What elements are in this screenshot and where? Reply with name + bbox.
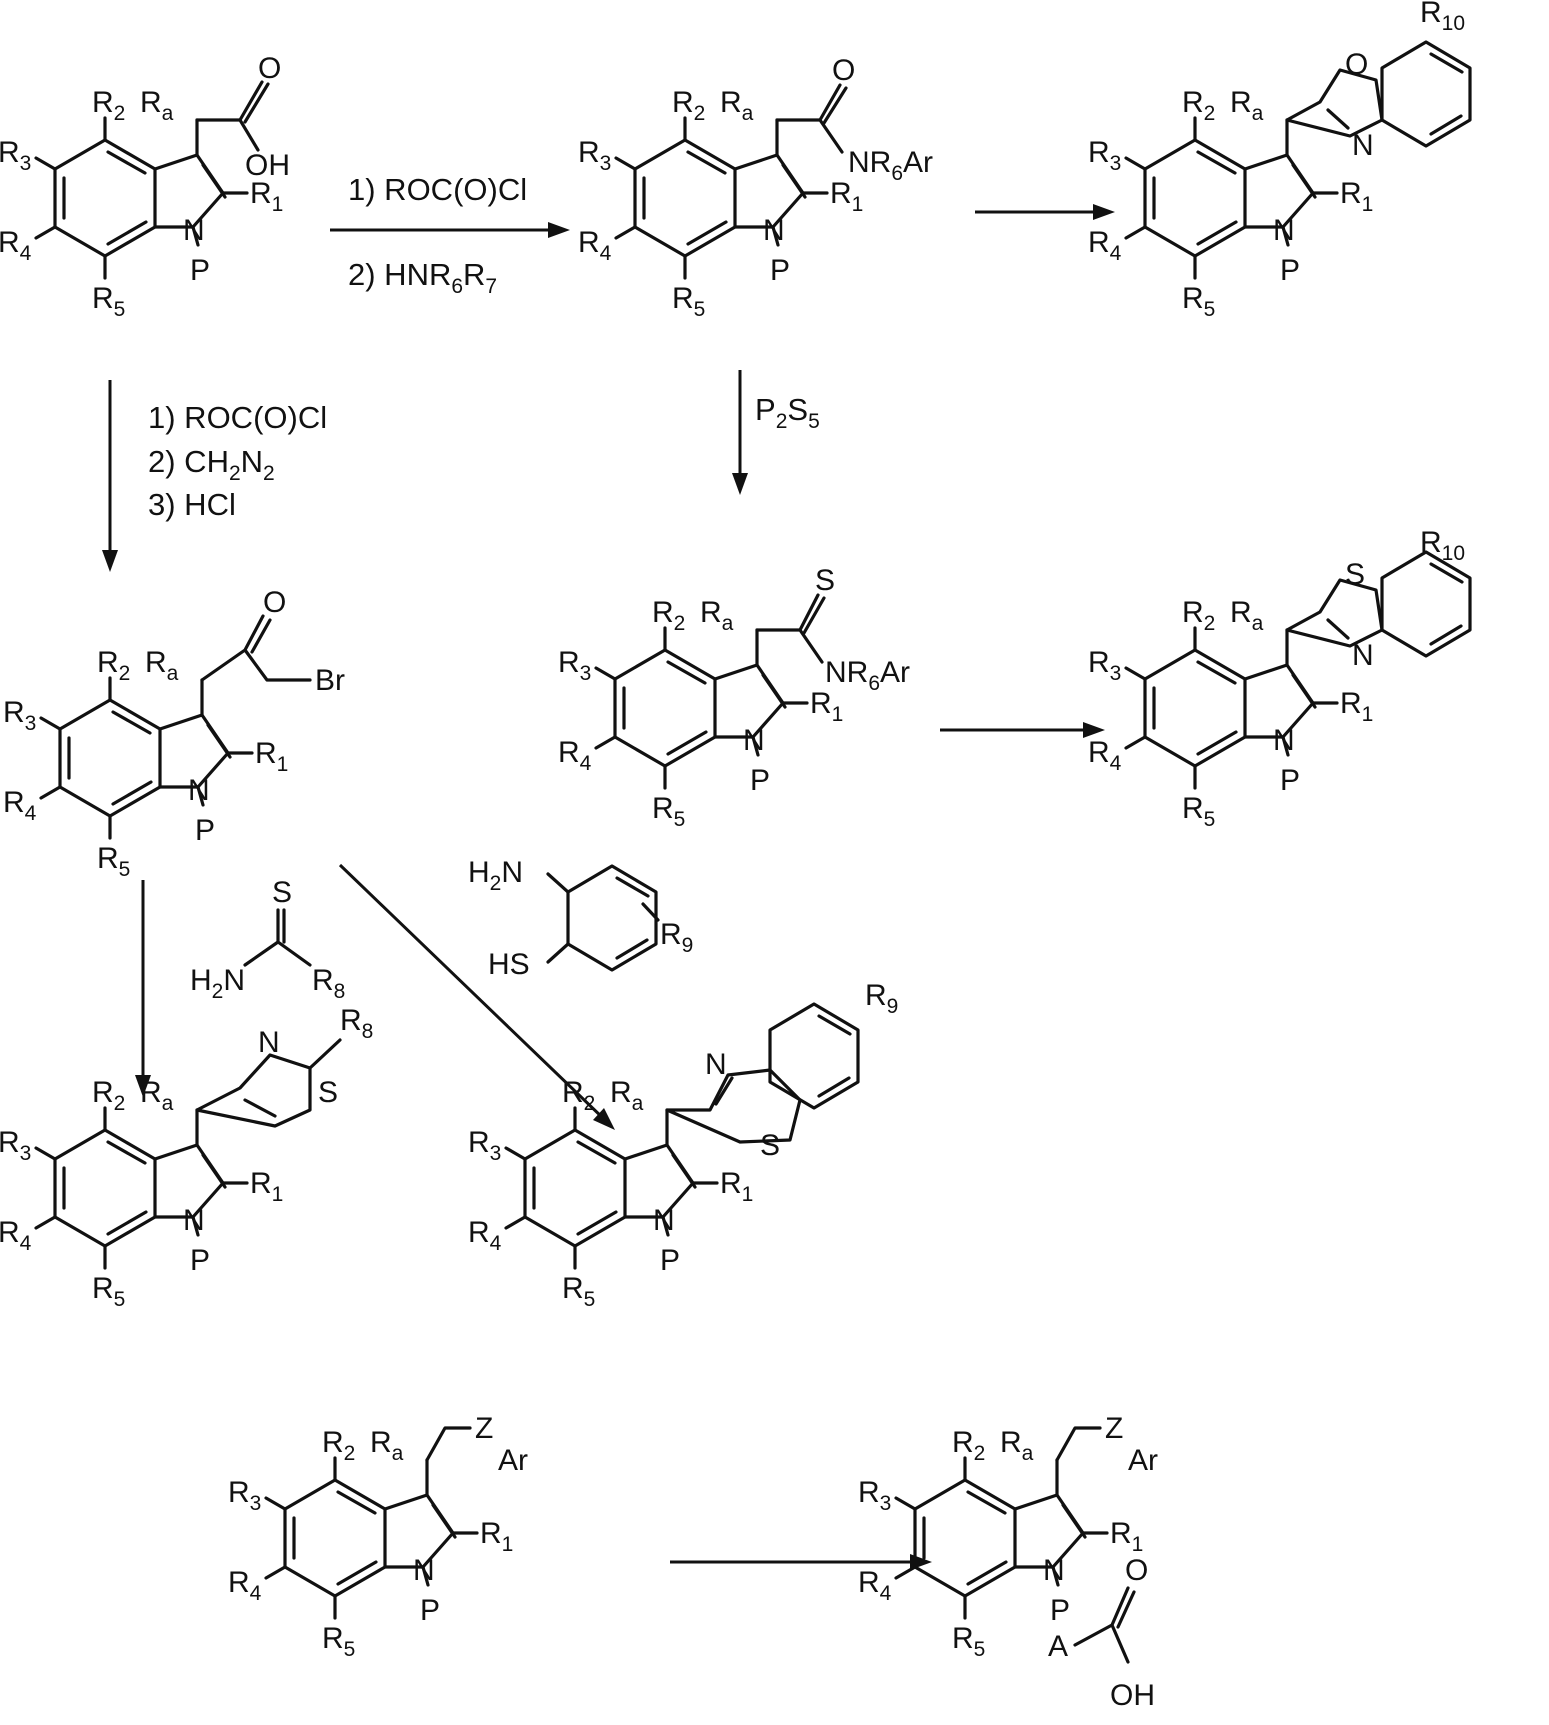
- reagent-h2n-label: H2N: [190, 964, 245, 1003]
- compound-benzothiazole: S N R10: [1088, 526, 1470, 831]
- final-o-label: O: [1125, 1554, 1148, 1587]
- r8-label-product: R8: [340, 1004, 373, 1043]
- arrow-acid-to-amide: [330, 222, 570, 238]
- reagent-left-step1: 1) ROC(O)Cl: [148, 400, 327, 435]
- ketone-o-label: O: [263, 586, 286, 619]
- reagent-r8-label: R8: [312, 964, 345, 1003]
- amide-o-label: O: [832, 54, 855, 87]
- reagent-aminothiophenol: H2N HS R9: [468, 856, 693, 981]
- arrow-bromoketone-to-benzothiazine: [340, 865, 615, 1130]
- arrow-acid-to-bromoketone: [102, 380, 118, 572]
- acid-oh-label: OH: [245, 149, 290, 182]
- a-label: A: [1048, 1630, 1068, 1663]
- br-label: Br: [315, 664, 345, 697]
- arrow-precursor-to-final-acid: [670, 1554, 932, 1570]
- benzothiazine-n-label: N: [705, 1048, 727, 1081]
- compound-bromoketone: O Br: [3, 586, 345, 881]
- thioamide-s-label: S: [815, 564, 835, 597]
- compound-amide: O NR6Ar: [578, 54, 933, 321]
- r9-label-product: R9: [865, 979, 898, 1018]
- compound-z-ar-precursor: Z Ar: [228, 1412, 528, 1661]
- compound-acid: O OH: [0, 52, 290, 321]
- benzothiazole-n-label: N: [1352, 639, 1374, 672]
- r10-label-mid: R10: [1420, 526, 1465, 565]
- amide-nr6ar-label: NR6Ar: [848, 146, 933, 185]
- r10-label-top: R10: [1420, 0, 1465, 35]
- reagent-left-step3: 3) HCl: [148, 487, 236, 522]
- benzothiazine-s-label: S: [760, 1129, 780, 1162]
- z-label: Z: [475, 1412, 493, 1445]
- reagent-s-label: S: [272, 876, 292, 909]
- reagent-top-step2: 2) HNR6R7: [348, 257, 497, 298]
- compound-thioamide: S NR6Ar: [558, 564, 910, 831]
- hs-label: HS: [488, 948, 530, 981]
- acid-o-label: O: [258, 52, 281, 85]
- compound-thiazole: N S R8: [0, 1004, 373, 1311]
- thioamide-nr6ar-label: NR6Ar: [825, 656, 910, 695]
- benzoxazole-n-label: N: [1352, 129, 1374, 162]
- reagent-left-step2: 2) CH2N2: [148, 444, 275, 485]
- h2n-label: H2N: [468, 856, 523, 895]
- reagent-thioamide: S H2N R8: [190, 876, 345, 1003]
- benzothiazole-s-label: S: [1345, 558, 1365, 591]
- arrow-amide-to-thioamide: [732, 370, 748, 495]
- arrow-bromoketone-to-thiazole: [135, 880, 151, 1097]
- final-oh-label: OH: [1110, 1679, 1155, 1712]
- reagent-p2s5: P2S5: [755, 392, 820, 433]
- benzoxazole-o-label: O: [1345, 48, 1368, 81]
- reagent-top-step1: 1) ROC(O)Cl: [348, 172, 527, 207]
- compound-benzothiazine: N S R9: [468, 979, 898, 1311]
- thiazole-s-label: S: [318, 1076, 338, 1109]
- z-label-final: Z: [1105, 1412, 1123, 1445]
- arrow-amide-to-benzoxazole: [975, 204, 1115, 220]
- arrow-thioamide-to-benzothiazole: [940, 722, 1105, 738]
- r9-label-reagent: R9: [660, 918, 693, 957]
- compound-benzoxazole: O N R10: [1088, 0, 1470, 321]
- ar-label: Ar: [498, 1444, 528, 1477]
- ar-label-final: Ar: [1128, 1444, 1158, 1477]
- thiazole-n-label: N: [258, 1026, 280, 1059]
